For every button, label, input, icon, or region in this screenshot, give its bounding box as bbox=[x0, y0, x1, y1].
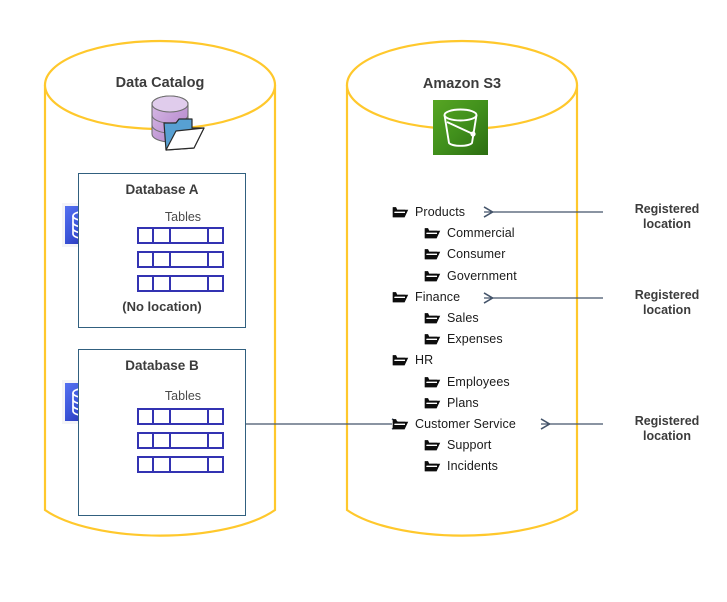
folder-item-commercial[interactable]: Commercial bbox=[424, 224, 515, 242]
table-cell bbox=[139, 277, 154, 290]
table-cell bbox=[209, 410, 222, 423]
table-cell bbox=[171, 434, 209, 447]
table-cell bbox=[154, 458, 171, 471]
table-cell bbox=[139, 410, 154, 423]
folder-icon bbox=[424, 311, 441, 325]
database-a-no-location: (No location) bbox=[122, 299, 202, 314]
table-cell bbox=[171, 458, 209, 471]
folder-item-incidents[interactable]: Incidents bbox=[424, 457, 498, 475]
folder-item-hr[interactable]: HR bbox=[392, 351, 433, 369]
data-catalog-icon bbox=[151, 95, 205, 151]
table-row[interactable] bbox=[137, 227, 224, 244]
folder-label: Support bbox=[447, 438, 492, 453]
table-cell bbox=[171, 229, 209, 242]
table-cell bbox=[209, 253, 222, 266]
folder-icon bbox=[392, 205, 409, 219]
folder-label: Expenses bbox=[447, 332, 503, 347]
table-cell bbox=[154, 277, 171, 290]
folder-label: Government bbox=[447, 268, 517, 283]
table-row[interactable] bbox=[137, 432, 224, 449]
database-a-tables-label: Tables bbox=[164, 210, 202, 224]
folder-item-employees[interactable]: Employees bbox=[424, 373, 510, 391]
folder-item-consumer[interactable]: Consumer bbox=[424, 245, 505, 263]
folder-icon bbox=[424, 332, 441, 346]
database-b-tables-label: Tables bbox=[164, 389, 202, 403]
folder-item-finance[interactable]: Finance bbox=[392, 288, 460, 306]
table-cell bbox=[209, 277, 222, 290]
folder-label: Consumer bbox=[447, 247, 506, 262]
folder-item-customer-service[interactable]: Customer Service bbox=[392, 415, 516, 433]
folder-icon bbox=[424, 375, 441, 389]
folder-icon bbox=[424, 396, 441, 410]
registered-location-label-products: Registered location bbox=[608, 202, 726, 232]
folder-icon bbox=[392, 290, 409, 304]
folder-label: Employees bbox=[447, 374, 510, 389]
table-cell bbox=[154, 410, 171, 423]
folder-label: Commercial bbox=[447, 226, 515, 241]
table-cell bbox=[209, 458, 222, 471]
table-row[interactable] bbox=[137, 408, 224, 425]
folder-icon bbox=[392, 353, 409, 367]
table-cell bbox=[139, 229, 154, 242]
registered-location-line2: location bbox=[643, 217, 691, 231]
table-cell bbox=[209, 434, 222, 447]
data-catalog-title: Data Catalog bbox=[115, 75, 205, 91]
table-cell bbox=[139, 458, 154, 471]
table-cell bbox=[171, 410, 209, 423]
folder-item-support[interactable]: Support bbox=[424, 436, 491, 454]
table-cell bbox=[154, 253, 171, 266]
table-cell bbox=[171, 277, 209, 290]
registered-location-line2: location bbox=[643, 429, 691, 443]
table-cell bbox=[154, 229, 171, 242]
folder-item-expenses[interactable]: Expenses bbox=[424, 330, 503, 348]
folder-icon bbox=[424, 226, 441, 240]
s3-bucket-icon bbox=[433, 100, 488, 155]
folder-item-government[interactable]: Government bbox=[424, 267, 517, 285]
table-row[interactable] bbox=[137, 251, 224, 268]
amazon-s3-title: Amazon S3 bbox=[422, 76, 502, 92]
folder-item-sales[interactable]: Sales bbox=[424, 309, 479, 327]
folder-icon bbox=[424, 459, 441, 473]
table-cell bbox=[171, 253, 209, 266]
table-cell bbox=[209, 229, 222, 242]
folder-label: Products bbox=[415, 205, 466, 219]
folder-label: Customer Service bbox=[415, 417, 516, 431]
registered-location-line1: Registered bbox=[634, 414, 700, 428]
database-b-box[interactable]: Database B Tables bbox=[78, 349, 246, 516]
folder-label: Incidents bbox=[447, 459, 498, 474]
table-cell bbox=[139, 434, 154, 447]
folder-icon bbox=[424, 269, 441, 283]
registered-location-label-finance: Registered location bbox=[608, 288, 726, 318]
database-a-title: Database A bbox=[125, 182, 199, 197]
folder-label: HR bbox=[415, 353, 434, 368]
registered-location-label-customer-service: Registered location bbox=[608, 414, 726, 444]
folder-item-products[interactable]: Products bbox=[392, 203, 465, 221]
folder-label: Sales bbox=[447, 311, 479, 325]
registered-location-line1: Registered bbox=[634, 288, 700, 302]
folder-label: Finance bbox=[415, 289, 461, 304]
table-row[interactable] bbox=[137, 456, 224, 473]
table-cell bbox=[154, 434, 171, 447]
registered-location-line2: location bbox=[643, 303, 691, 317]
folder-label: Plans bbox=[447, 395, 479, 410]
folder-icon bbox=[392, 417, 409, 431]
folder-icon bbox=[424, 438, 441, 452]
folder-icon bbox=[424, 247, 441, 261]
folder-item-plans[interactable]: Plans bbox=[424, 394, 479, 412]
registered-location-line1: Registered bbox=[634, 202, 700, 216]
database-b-title: Database B bbox=[125, 358, 199, 373]
table-row[interactable] bbox=[137, 275, 224, 292]
database-a-box[interactable]: Database A Tables (No location) bbox=[78, 173, 246, 328]
table-cell bbox=[139, 253, 154, 266]
